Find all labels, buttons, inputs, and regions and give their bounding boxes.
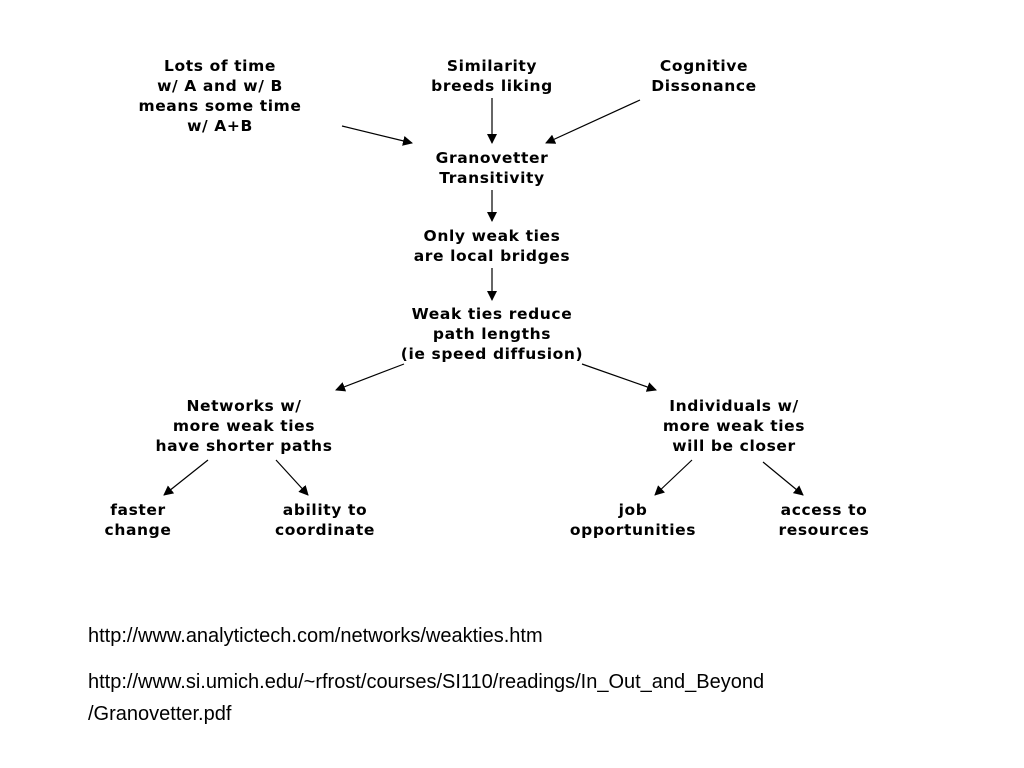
node-granovetter-transitivity: Granovetter Transitivity — [435, 149, 549, 187]
node-only-weak-ties: Only weak ties are local bridges — [413, 227, 571, 265]
flowchart-arrows — [163, 98, 804, 496]
node-faster-change: faster change — [104, 501, 172, 539]
edge-time-to-granovetter — [341, 125, 413, 146]
reference-link-umich-line2[interactable]: /Granovetter.pdf — [88, 703, 232, 725]
node-similarity: Similarity breeds liking — [431, 57, 553, 95]
edge-individuals-to-job — [654, 459, 693, 496]
node-individuals-weak-ties: Individuals w/ more weak ties will be cl… — [662, 397, 806, 455]
node-weak-ties-reduce: Weak ties reduce path lengths (ie speed … — [400, 305, 584, 363]
edge-pathlengths-to-individuals — [581, 363, 657, 392]
node-job-opportunities: job opportunities — [569, 501, 697, 539]
reference-link-analytictech[interactable]: http://www.analytictech.com/networks/wea… — [88, 625, 543, 647]
node-cognitive-dissonance: Cognitive Dissonance — [651, 57, 757, 95]
edge-individuals-to-resources — [762, 461, 804, 496]
node-networks-weak-ties: Networks w/ more weak ties have shorter … — [155, 397, 333, 455]
edge-dissonance-to-granovetter — [545, 99, 641, 144]
edge-pathlengths-to-networks — [335, 363, 405, 392]
node-access-to-resources: access to resources — [778, 501, 870, 539]
edge-networks-to-faster-change — [163, 459, 209, 496]
edge-networks-to-coordinate — [275, 459, 309, 496]
reference-link-umich-line1[interactable]: http://www.si.umich.edu/~rfrost/courses/… — [88, 671, 765, 693]
node-ability-to-coordinate: ability to coordinate — [275, 501, 375, 539]
node-lots-of-time: Lots of time w/ A and w/ B means some ti… — [138, 57, 302, 135]
